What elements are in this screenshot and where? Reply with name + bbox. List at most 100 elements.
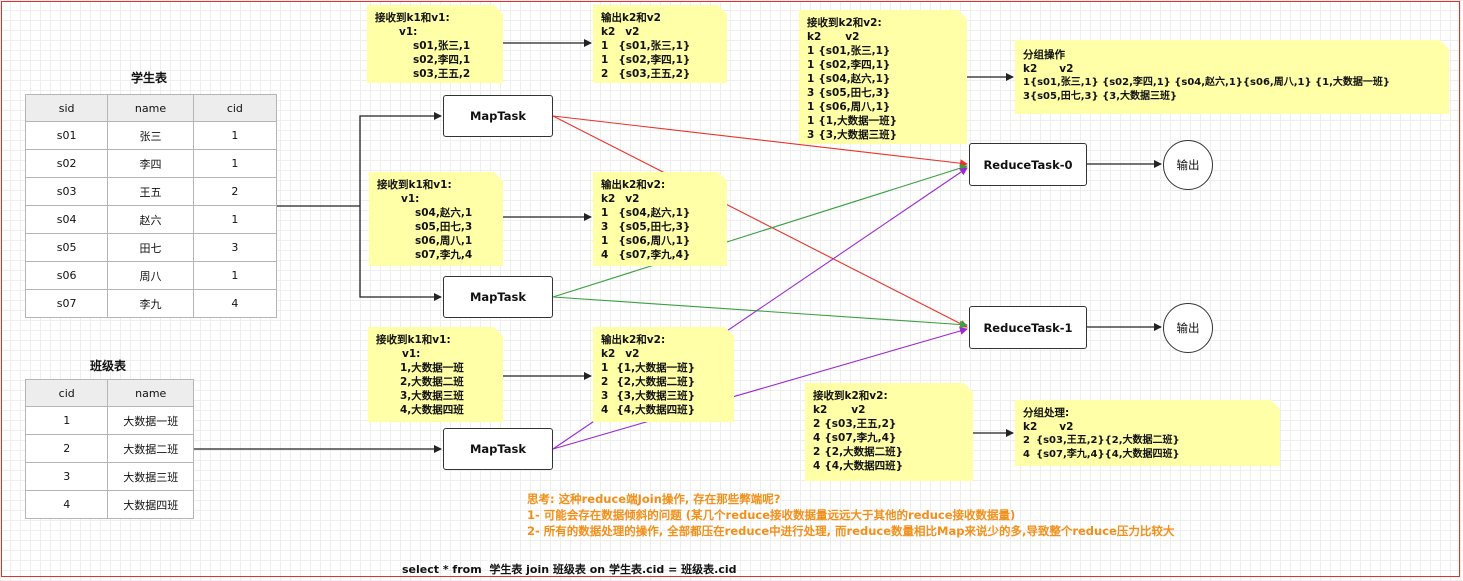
cell: s05 [24, 233, 109, 262]
note-value: {s03,王五,2} [824, 418, 897, 430]
map-task-2: MapTask [443, 276, 553, 318]
note-key: 1 [601, 207, 609, 219]
note-key: 4 [601, 404, 609, 416]
note-title: 输出k2和v2 [601, 12, 661, 24]
note-value: {s01,张三,1} [618, 40, 691, 52]
column-header: sid [24, 94, 109, 122]
cell: 1 [192, 205, 278, 234]
note-value: {s05,田七,3} {3,大数据三班} [1029, 91, 1178, 102]
note-header-v2: v2 [1059, 421, 1074, 433]
note-title: 输出k2和v2: [601, 179, 666, 191]
map1-input-note: 接收到k1和v1: v1: s01,张三,1 s02,李四,1 s03,王五,2 [367, 5, 503, 83]
output-1: 输出 [1163, 303, 1213, 353]
note-key: 3 [1023, 91, 1030, 102]
note-key: 4 [813, 460, 821, 472]
note-key: 2 [813, 418, 821, 430]
note-header-v2: v2 [625, 193, 640, 205]
note-row: 3,大数据三班 [400, 390, 464, 402]
note-value: {s05,田七,3} [618, 221, 691, 233]
student-table-title: 学生表 [131, 71, 168, 85]
note-value: {3,大数据三班} [616, 390, 696, 402]
note-key: 2 [1023, 435, 1030, 446]
note-header-k2: k2 [807, 31, 822, 43]
note-subtitle: v1: [399, 26, 418, 38]
cell: s06 [24, 261, 109, 290]
note-row: s01,张三,1 [413, 40, 471, 52]
student-to-map2-line [359, 206, 442, 301]
note-value: {s02,李四,1} [818, 59, 891, 71]
note-value: {s07,李九,4} [824, 432, 897, 444]
note-value: {s05,田七,3} [818, 87, 891, 99]
column-header: name [107, 94, 194, 122]
note-value: {s03,王五,2} [618, 68, 691, 80]
cell: s04 [24, 205, 109, 234]
note-row: 2,大数据二班 [400, 376, 464, 388]
cell: s01 [24, 121, 109, 150]
cell: 4 [24, 490, 109, 519]
note-key: 1 [601, 362, 609, 374]
map3-to-reduce1 [552, 327, 968, 450]
note-key: 1 [601, 235, 609, 247]
thinking-point-1: 1- 可能会存在数据倾斜的问题 (某几个reduce接收数据量远远大于其他的re… [527, 508, 1016, 522]
note-value: {4,大数据四班} [824, 460, 904, 472]
map1-to-reduce0 [552, 115, 968, 168]
note-header-v2: v2 [625, 26, 640, 38]
cell: 李四 [107, 149, 194, 178]
note-value: {s01,张三,1} {s02,李四,1} {s04,赵六,1}{s06,周八,… [1029, 77, 1391, 88]
note-header-k2: k2 [601, 26, 616, 38]
note-row: s07,李九,4 [415, 249, 473, 261]
note-title: 接收到k2和v2: [807, 17, 882, 29]
note-subtitle: v1: [401, 193, 420, 205]
note-value: {s02,李四,1} [618, 54, 691, 66]
note-value: {s03,王五,2}{2,大数据二班} [1035, 435, 1180, 446]
note-header-v2: v2 [625, 348, 640, 360]
cell: 大数据三班 [107, 462, 194, 491]
cell: 王五 [107, 177, 194, 206]
map3-input-note: 接收到k1和v1: v1: 1,大数据一班 2,大数据二班 3,大数据三班 4,… [368, 327, 503, 422]
cell: 2 [24, 434, 109, 463]
note-header-v2: v2 [1059, 63, 1074, 75]
map2-to-reduce1 [552, 296, 968, 329]
column-header: cid [192, 94, 278, 122]
cell: 2 [192, 177, 278, 206]
column-header: cid [24, 379, 109, 407]
note-row: s04,赵六,1 [415, 207, 473, 219]
note-key: 1 [807, 73, 815, 85]
note-key: 1 [807, 59, 815, 71]
note-key: 1 [807, 45, 815, 57]
cell: s07 [24, 289, 109, 318]
map-task-3: MapTask [443, 428, 553, 470]
note-key: 3 [807, 87, 815, 99]
cell: 4 [192, 289, 278, 318]
note-key: 1 [601, 40, 609, 52]
cell: 3 [192, 233, 278, 262]
thinking-question: 思考: 这种reduce端Join操作, 存在那些弊端呢? [527, 492, 781, 506]
reduce-task-0: ReduceTask-0 [969, 143, 1087, 186]
note-row: 4,大数据四班 [400, 404, 464, 416]
note-value: {s01,张三,1} [818, 45, 891, 57]
cell: 赵六 [107, 205, 194, 234]
map2-to-reduce0 [552, 164, 968, 298]
note-value: {1,大数据一班} [818, 115, 898, 127]
note-value: {s04,赵六,1} [618, 207, 691, 219]
note-key: 2 [601, 68, 609, 80]
note-value: {s04,赵六,1} [818, 73, 891, 85]
cell: 1 [192, 261, 278, 290]
note-header-v2: v2 [845, 31, 860, 43]
sql-statement: select * from 学生表 join 班级表 on 学生表.cid = … [402, 563, 737, 576]
note-row: 1,大数据一班 [400, 362, 464, 374]
cell: 大数据四班 [107, 490, 194, 519]
note-title: 分组处理: [1023, 407, 1070, 419]
cell: 大数据二班 [107, 434, 194, 463]
